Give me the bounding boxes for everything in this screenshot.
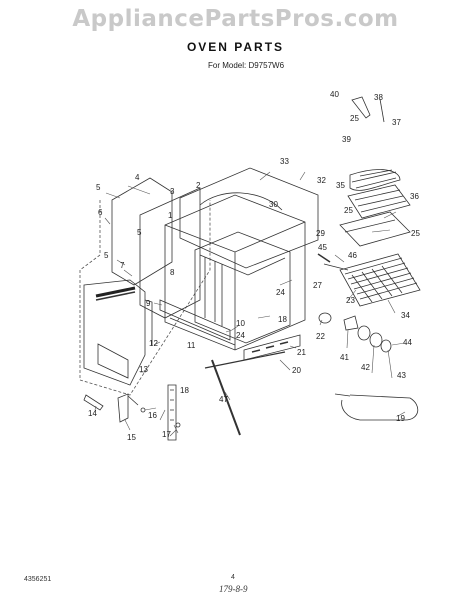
oven-liner [194, 231, 291, 344]
callout-label: 12 [149, 339, 158, 348]
panel-outline [79, 200, 211, 396]
callout-label: 41 [340, 353, 349, 362]
callout-label: 25 [350, 114, 359, 123]
oven-cavity [164, 194, 306, 351]
callout-label: 2 [196, 181, 201, 190]
callout-label: 7 [120, 261, 125, 270]
control-strip [243, 334, 301, 361]
knob-part [343, 315, 359, 331]
callout-label: 5 [104, 251, 109, 260]
broil-element [349, 169, 401, 191]
broil-pan-grid [347, 184, 411, 219]
callout-label: 36 [410, 192, 419, 201]
igniter [351, 96, 371, 119]
callout-label: 19 [396, 414, 405, 423]
callout-label: 6 [98, 208, 103, 217]
callout-label: 14 [88, 409, 97, 418]
bake-element [341, 394, 419, 421]
callout-label: 32 [317, 176, 326, 185]
callout-label: 5 [137, 228, 142, 237]
hinge-bar [167, 384, 177, 441]
callout-label: 43 [397, 371, 406, 380]
top-wrapper [179, 167, 319, 269]
callout-label: 42 [361, 363, 370, 372]
front-panel [83, 279, 146, 386]
hinge-pin [83, 394, 104, 411]
side-panel [139, 187, 201, 319]
callout-label: 46 [348, 251, 357, 260]
callout-label: 11 [187, 341, 196, 350]
callout-label: 21 [297, 348, 306, 357]
hinge-spring [127, 395, 139, 406]
callout-label: 8 [170, 268, 175, 277]
watermark: AppliancePartsPros.com [72, 6, 399, 32]
trim-strip [204, 351, 286, 369]
callout-label: 35 [336, 181, 345, 190]
page-number: 4 [231, 574, 235, 581]
callout-label: 13 [139, 365, 148, 374]
callout-label: 30 [269, 200, 278, 209]
callout-label: 4 [135, 173, 140, 182]
callout-label: 44 [403, 338, 412, 347]
footer-handwritten-code: 179-8-9 [219, 584, 248, 594]
callout-label: 10 [236, 319, 245, 328]
callout-label: 47 [219, 395, 228, 404]
callout-label: 17 [162, 430, 171, 439]
callout-labels: 40 38 25 37 39 35 33 32 34 4 5 3 2 1 6 5… [88, 90, 420, 442]
callout-label: 15 [127, 433, 136, 442]
front-frame [159, 299, 231, 341]
callout-label: 23 [346, 296, 355, 305]
callout-label: 27 [313, 281, 322, 290]
callout-label: 37 [392, 118, 401, 127]
callout-label: 39 [342, 135, 351, 144]
model-number: For Model: D9757W6 [208, 61, 285, 70]
broil-pan [339, 211, 411, 247]
thermostat-knob [318, 312, 332, 324]
callout-label: 24 [276, 288, 285, 297]
callout-label: 40 [330, 90, 339, 99]
callout-label: 38 [374, 93, 383, 102]
insulation-panel [111, 177, 173, 286]
oven-rack [339, 253, 421, 307]
callout-label: 22 [316, 332, 325, 341]
callout-label: 16 [148, 411, 157, 420]
callout-label: 29 [316, 229, 325, 238]
callout-label: 24 [236, 331, 245, 340]
callout-label: 25 [411, 229, 420, 238]
screw [140, 407, 146, 413]
callout-label: 20 [292, 366, 301, 375]
door-gasket [211, 359, 241, 436]
callout-label: 9 [146, 299, 151, 308]
callout-label: 34 [401, 311, 410, 320]
callout-label: 5 [96, 183, 101, 192]
bottom-trim [169, 317, 236, 346]
callout-label: 18 [180, 386, 189, 395]
footer-part-code: 4356251 [24, 576, 52, 583]
callout-label: 18 [278, 315, 287, 324]
callout-label: 45 [318, 243, 327, 252]
callout-label: 33 [280, 157, 289, 166]
callout-label: 1 [168, 211, 173, 220]
diagram-title: OVEN PARTS [186, 40, 285, 54]
hinge-bracket [117, 393, 129, 423]
callout-label: 25 [344, 206, 353, 215]
callout-label: 3 [170, 187, 175, 196]
